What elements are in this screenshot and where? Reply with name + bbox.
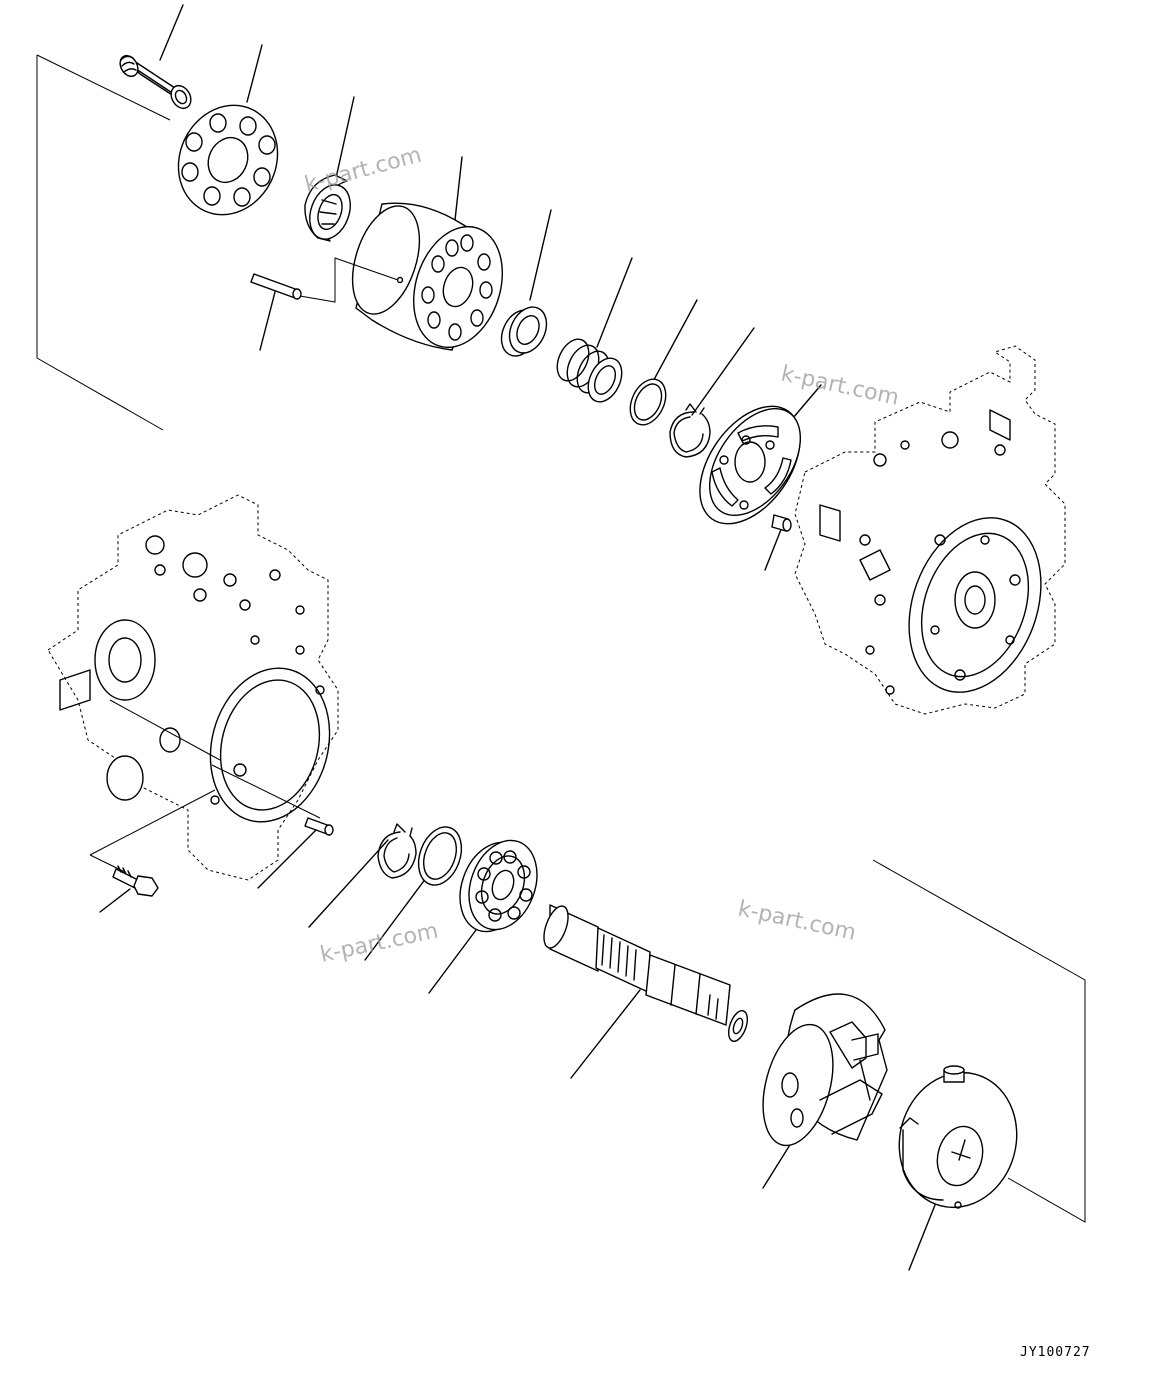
upper-group-bracket bbox=[36, 54, 171, 431]
valve-plate bbox=[699, 405, 802, 525]
watermark-2: k-part.com bbox=[779, 361, 901, 410]
lower-group-bracket bbox=[89, 764, 1086, 1223]
bottom-snap-ring bbox=[377, 823, 417, 879]
piston bbox=[119, 54, 192, 110]
dowel-pin bbox=[304, 817, 334, 836]
spherical-bushing bbox=[304, 174, 351, 242]
pump-housing-left bbox=[47, 494, 339, 881]
needle-bearing bbox=[500, 306, 548, 357]
cylinder-block bbox=[351, 202, 504, 351]
drawing-code: JY100727 bbox=[1020, 1345, 1091, 1360]
watermark-3: k-part.com bbox=[318, 919, 440, 968]
watermark-1: k-part.com bbox=[302, 143, 424, 198]
spring bbox=[556, 338, 623, 403]
snap-ring bbox=[669, 403, 711, 458]
drive-shaft bbox=[543, 904, 748, 1042]
pump-housing-right bbox=[794, 345, 1066, 715]
cylinder-pin bbox=[250, 257, 399, 303]
watermark-4: k-part.com bbox=[736, 896, 858, 945]
swash-plate bbox=[762, 993, 888, 1147]
cradle-cover bbox=[898, 1065, 1018, 1209]
retainer-plate bbox=[177, 104, 279, 216]
valve-plate-pin bbox=[771, 514, 792, 532]
washer-ring bbox=[629, 378, 667, 426]
ball-bearing bbox=[459, 839, 538, 933]
bottom-washer bbox=[417, 826, 463, 886]
bolt bbox=[112, 865, 159, 897]
leader-lines bbox=[99, 4, 936, 1271]
